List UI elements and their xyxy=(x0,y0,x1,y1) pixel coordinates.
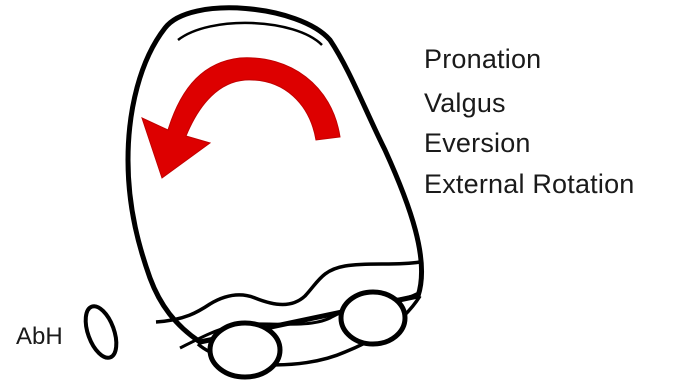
cortex-inner-line xyxy=(178,23,322,45)
motion-term-pronation: Pronation xyxy=(424,44,541,74)
abh-label: AbH xyxy=(16,323,63,351)
lateral-sesamoid xyxy=(341,292,405,344)
abductor-hallucis-tendon xyxy=(80,302,123,362)
motion-term-eversion: Eversion xyxy=(424,128,531,158)
motion-term-valgus: Valgus xyxy=(424,88,506,118)
medial-sesamoid xyxy=(210,323,280,377)
rotation-arrow-icon xyxy=(142,58,340,178)
motion-term-external-rotation: External Rotation xyxy=(424,169,635,199)
